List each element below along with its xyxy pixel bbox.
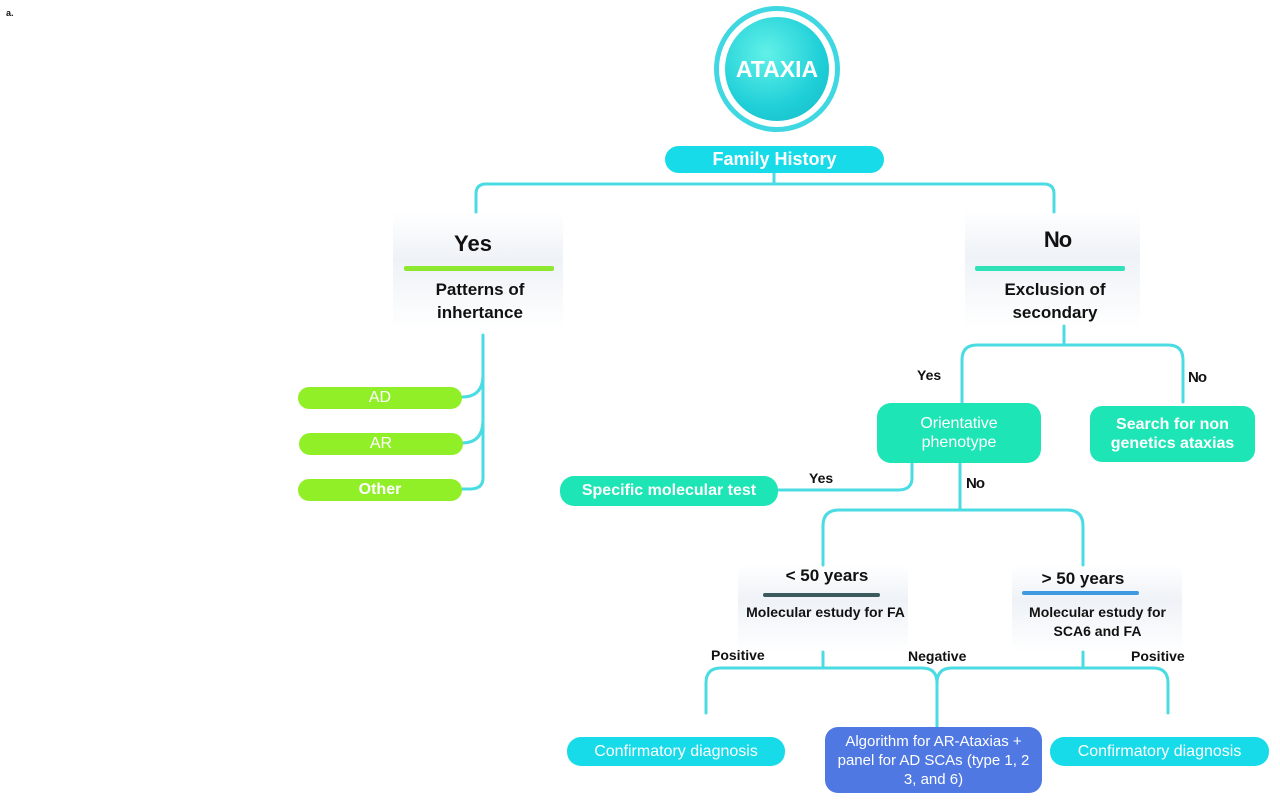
family-history-label: Family History [712,148,837,169]
over-50-label: > 50 years [1041,569,1125,588]
positive-right-label: Positive [1131,648,1185,664]
orientative-phenotype-label: Orientative phenotype [920,414,998,451]
exclusion-no-label: No [1188,369,1207,386]
no-answer-label: No [1043,227,1072,252]
under-50-box [738,565,908,653]
over-50-bar [1022,591,1139,595]
under-50-study-label: Molecular estudy for FA [746,604,905,620]
negative-label: Negative [908,648,967,664]
algorithm-label: Algorithm for AR-Ataxias + panel for AD … [837,732,1030,788]
under-50-label: < 50 years [785,566,869,585]
root-label: ATAXIA [735,55,819,82]
specific-yes-label: Yes [809,470,834,486]
search-non-genetic-label: Search for non genetics ataxias [1110,415,1235,452]
confirmatory-diagnosis-left-label: Confirmatory diagnosis [594,742,758,760]
yes-answer-label: Yes [454,231,492,256]
family-history-node: Family History [665,146,884,173]
confirmatory-diagnosis-left-node: Confirmatory diagnosis [567,737,785,766]
under-50-bar [763,593,880,597]
option-ar: AR [299,433,463,455]
algorithm-node: Algorithm for AR-Ataxias + panel for AD … [825,727,1042,793]
orientative-phenotype-node: Orientative phenotype [877,403,1041,463]
yes-branch-box [393,212,563,332]
patterns-of-inheritance-label: Patterns of inhertance [435,280,525,322]
specific-molecular-test-node: Specific molecular test [560,476,778,506]
orientative-no-label: No [966,475,985,492]
exclusion-of-secondary-label: Exclusion of secondary [1004,280,1106,322]
option-ad: AD [298,387,462,409]
confirmatory-diagnosis-right-label: Confirmatory diagnosis [1077,742,1242,760]
specific-molecular-test-label: Specific molecular test [581,482,757,500]
positive-left-label: Positive [711,647,765,663]
yes-green-bar [404,266,554,271]
panel-label: a. [6,8,14,18]
no-teal-bar [975,266,1125,271]
search-non-genetic-node: Search for non genetics ataxias [1090,406,1255,462]
over-50-study-label: Molecular estudy for SCA6 and FA [1029,604,1166,639]
over-50-box [1012,565,1182,653]
ataxia-root-node: ATAXIA [714,6,840,132]
confirmatory-diagnosis-right-node: Confirmatory diagnosis [1050,737,1269,766]
option-other: Other [298,479,462,501]
exclusion-yes-label: Yes [917,367,942,383]
